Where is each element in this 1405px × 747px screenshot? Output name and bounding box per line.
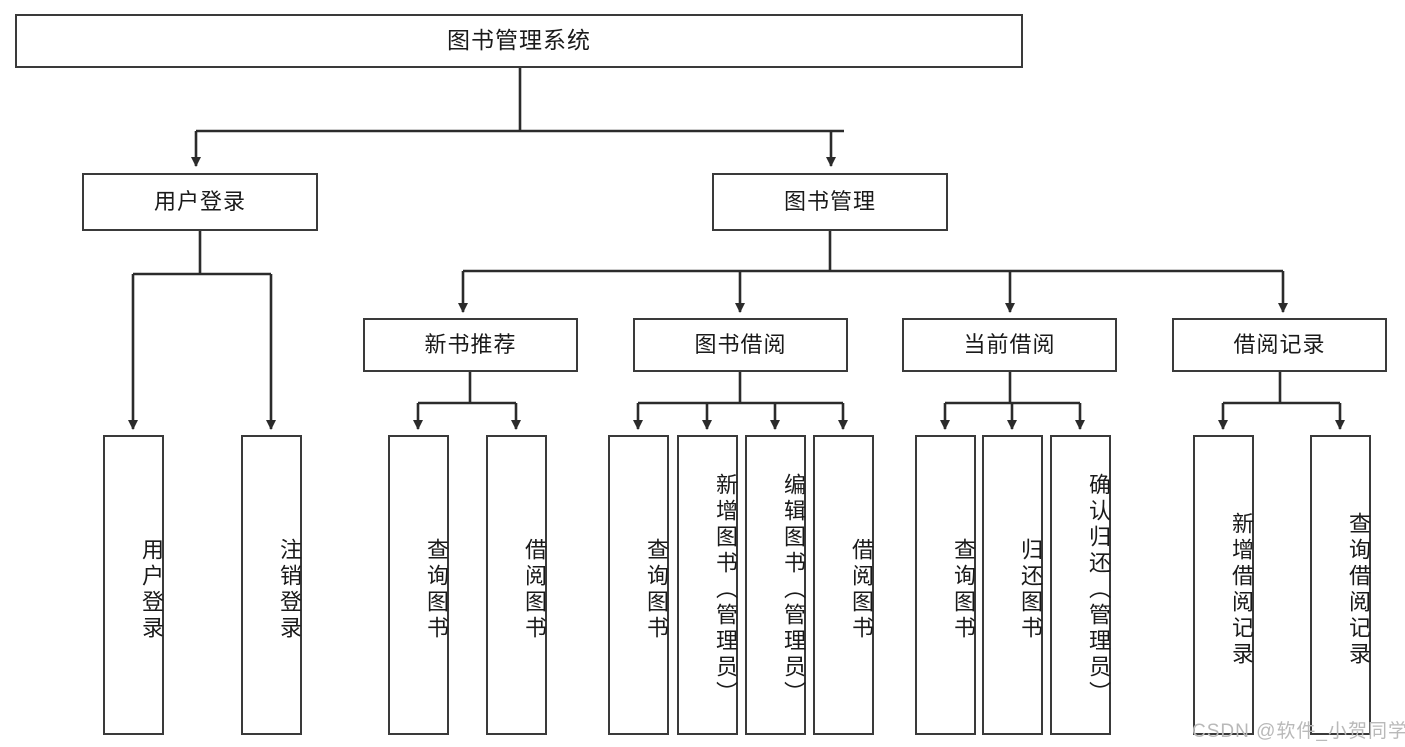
node-leaf-user-login[interactable]: 用户登录	[103, 435, 164, 735]
node-leaf-user-logout[interactable]: 注销登录	[241, 435, 302, 735]
node-leaf-borrow-book-2-label: 借阅图书	[849, 538, 874, 642]
node-new-book-recommend[interactable]: 新书推荐	[363, 318, 578, 372]
node-current-borrow-label: 当前借阅	[963, 331, 1056, 357]
node-current-borrow[interactable]: 当前借阅	[902, 318, 1117, 372]
node-leaf-query-book-1-label: 查询图书	[424, 538, 449, 642]
node-leaf-user-login-label: 用户登录	[139, 538, 164, 642]
node-leaf-query-record[interactable]: 查询借阅记录	[1310, 435, 1371, 735]
node-leaf-edit-book[interactable]: 编辑图书（管理员）	[745, 435, 806, 735]
node-leaf-return-book-label: 归还图书	[1018, 538, 1043, 642]
node-leaf-confirm-return[interactable]: 确认归还（管理员）	[1050, 435, 1111, 735]
node-new-book-recommend-label: 新书推荐	[424, 331, 517, 357]
node-leaf-user-logout-label: 注销登录	[277, 538, 302, 642]
node-book-borrow[interactable]: 图书借阅	[633, 318, 848, 372]
node-book-manage-label: 图书管理	[783, 188, 876, 214]
node-leaf-query-book-1[interactable]: 查询图书	[388, 435, 449, 735]
node-leaf-query-book-3[interactable]: 查询图书	[915, 435, 976, 735]
node-borrow-record[interactable]: 借阅记录	[1172, 318, 1387, 372]
node-leaf-query-book-3-label: 查询图书	[951, 538, 976, 642]
node-root[interactable]: 图书管理系统	[15, 14, 1023, 68]
node-leaf-add-book[interactable]: 新增图书（管理员）	[677, 435, 738, 735]
node-leaf-edit-book-label: 编辑图书（管理员）	[781, 473, 806, 707]
node-user-login[interactable]: 用户登录	[82, 173, 318, 231]
node-leaf-borrow-book-1-label: 借阅图书	[522, 538, 547, 642]
node-book-manage[interactable]: 图书管理	[712, 173, 948, 231]
node-leaf-borrow-book-2[interactable]: 借阅图书	[813, 435, 874, 735]
node-leaf-borrow-book-1[interactable]: 借阅图书	[486, 435, 547, 735]
node-leaf-confirm-return-label: 确认归还（管理员）	[1086, 473, 1111, 707]
node-leaf-query-record-label: 查询借阅记录	[1346, 512, 1371, 668]
node-leaf-add-book-label: 新增图书（管理员）	[713, 473, 738, 707]
watermark: CSDN @软件_小贺同学	[1192, 721, 1405, 742]
node-leaf-add-record-label: 新增借阅记录	[1229, 512, 1254, 668]
node-root-label: 图书管理系统	[447, 27, 591, 54]
node-book-borrow-label: 图书借阅	[694, 331, 787, 357]
node-leaf-query-book-2[interactable]: 查询图书	[608, 435, 669, 735]
node-user-login-label: 用户登录	[153, 188, 246, 214]
node-leaf-query-book-2-label: 查询图书	[644, 538, 669, 642]
node-leaf-return-book[interactable]: 归还图书	[982, 435, 1043, 735]
node-leaf-add-record[interactable]: 新增借阅记录	[1193, 435, 1254, 735]
node-borrow-record-label: 借阅记录	[1233, 331, 1326, 357]
